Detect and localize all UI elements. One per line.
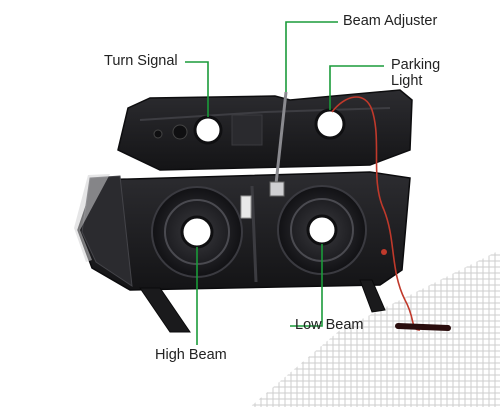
beam-adjuster-clip bbox=[269, 181, 285, 197]
label-sticker bbox=[240, 195, 252, 219]
turn-signal-label: Turn Signal bbox=[104, 53, 178, 69]
wire-connector bbox=[395, 323, 451, 331]
mount-leg-right bbox=[359, 279, 386, 313]
beam-adjuster-label: Beam Adjuster bbox=[343, 13, 438, 29]
low-beam-socket bbox=[306, 214, 338, 246]
leader-parking-light bbox=[329, 65, 384, 110]
leader-low-beam bbox=[290, 244, 323, 327]
small-socket bbox=[172, 124, 188, 140]
wiring-harness bbox=[331, 96, 421, 331]
parking-light-socket bbox=[314, 108, 346, 140]
wire-clip bbox=[381, 249, 387, 255]
leader-lines bbox=[185, 21, 384, 345]
rib bbox=[250, 185, 258, 283]
low-beam-label: Low Beam bbox=[295, 317, 364, 333]
mount-leg-left bbox=[139, 287, 191, 333]
high-beam-socket bbox=[180, 215, 214, 249]
lens-edge bbox=[74, 174, 110, 262]
parking-light-label-line2: Light bbox=[391, 73, 423, 89]
small-socket-2 bbox=[153, 129, 163, 139]
housing-box bbox=[231, 114, 263, 146]
beam-adjuster-rod bbox=[274, 91, 288, 185]
metal-mesh bbox=[250, 250, 500, 407]
parking-light-label-line1: Parking bbox=[391, 57, 441, 73]
turn-signal-socket bbox=[193, 115, 223, 145]
high-beam-label: High Beam bbox=[155, 347, 227, 363]
leader-turn-signal bbox=[185, 61, 209, 117]
housing-ridge bbox=[139, 107, 391, 121]
leader-beam-adjuster bbox=[285, 21, 338, 92]
